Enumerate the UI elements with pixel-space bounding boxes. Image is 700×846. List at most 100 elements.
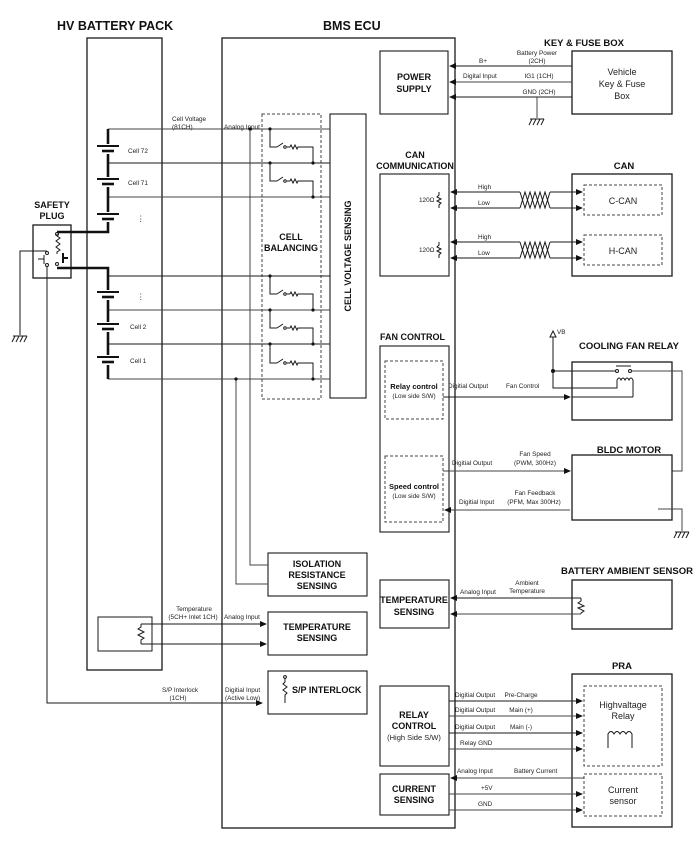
fan-control-block	[379, 345, 450, 533]
key-fuse-box-title: KEY & FUSE BOX	[544, 38, 625, 49]
pra-wire-left-label: Relay GND	[460, 740, 493, 747]
speed-control-label-2: (Low side S/W)	[392, 493, 435, 500]
sp-digital-input-label-1: Digitial Input	[225, 687, 260, 694]
cooling-fan-relay-title: COOLING FAN RELAY	[579, 341, 680, 352]
relay-control-label-1: Relay control	[390, 382, 438, 391]
pra-wire-left-label: Digitial Output	[455, 692, 495, 699]
cell-voltage-label-2: (81CH)	[172, 124, 193, 131]
battery-current-label: Battery Current	[514, 768, 558, 775]
high-voltage-relay-block	[583, 685, 663, 767]
current-analog-input-label: Analog Input	[457, 768, 493, 775]
temperature-sensing-block	[267, 611, 368, 656]
cell-72-label: Cell 72	[128, 148, 148, 155]
thermistor-icon	[136, 624, 146, 644]
battery-ambient-sensor-box	[571, 579, 673, 630]
ground-icon	[528, 118, 545, 126]
relay-ctrl-hs-label-3: (High Side S/W)	[387, 733, 441, 742]
gnd-label: GND (2CH)	[522, 89, 555, 96]
pra-wire-left-label: Digitial Output	[455, 707, 495, 714]
relay-contact-icon	[615, 365, 632, 373]
relay-control-label-2: (Low side S/W)	[392, 393, 435, 400]
h-can-block	[583, 234, 663, 266]
bldc-motor-box	[571, 454, 673, 521]
cell-voltage-label-1: Cell Voltage	[172, 116, 207, 123]
ig1-label: IG1 (1CH)	[524, 73, 553, 80]
termination-resistor-icon	[435, 242, 443, 258]
battery-cell-icon	[97, 290, 119, 300]
pra-relay-wire: Relay GND	[449, 740, 583, 752]
termination-resistor-icon	[435, 192, 443, 208]
cell-ellipsis-bottom: ⋮	[137, 292, 145, 301]
sp-interlock-label: S/P INTERLOCK	[292, 685, 362, 695]
power-supply-block	[379, 50, 449, 115]
ground-icon	[11, 335, 28, 343]
pra-title: PRA	[612, 661, 632, 672]
plus5v-label: +5V	[481, 785, 493, 792]
pra-box	[571, 673, 673, 828]
bldc-motor-title: BLDC MOTOR	[597, 445, 661, 456]
cell-balancing-label-1: CELL	[279, 232, 303, 242]
cell-voltage-rails	[97, 127, 330, 381]
cell-71-label: Cell 71	[128, 180, 148, 187]
cell-balancing-label-2: BALANCING	[264, 243, 318, 253]
key-box-label-2: Key & Fuse	[599, 79, 646, 89]
cell-ellipsis-top: ⋮	[137, 214, 145, 223]
cell-voltage-sensing-block	[329, 113, 367, 399]
battery-cell-icon	[97, 355, 119, 365]
relay-control-block	[384, 360, 444, 420]
hv-battery-pack-title: HV BATTERY PACK	[57, 19, 173, 33]
can-high-label: High	[478, 184, 492, 191]
temperature-label-1: Temperature	[176, 606, 212, 613]
motor-ground-wire	[658, 508, 683, 531]
fan-control-title: FAN CONTROL	[380, 332, 445, 342]
vb-label: VB	[557, 329, 566, 336]
battery-temp-sensor-box	[97, 616, 153, 652]
key-box-label-3: Box	[614, 91, 630, 101]
safety-plug-upper-link	[57, 222, 110, 234]
cell-balancing-block	[261, 113, 322, 400]
ambient-label-2: Temperature	[509, 588, 545, 595]
speed-control-block	[384, 455, 444, 523]
safety-plug-title-1: SAFETY	[34, 200, 70, 210]
can-comm-label-2: COMMUNICATION	[376, 161, 454, 171]
digital-input-label: Digital Input	[463, 73, 497, 80]
temperature-analog-input-label: Analog Input	[224, 614, 260, 621]
hv-battery-pack-box	[86, 37, 163, 671]
relay-ctrl-hs-label-2: CONTROL	[392, 721, 437, 731]
ambient-analog-input-label: Analog Input	[460, 589, 496, 596]
power-supply-label-2: SUPPLY	[396, 84, 431, 94]
fan-control-wire-label: Fan Control	[506, 383, 539, 390]
battery-power-label-1: Battery Power	[517, 50, 558, 57]
fan-feedback-label-1: Fan Feedback	[515, 490, 557, 497]
power-supply-label-1: POWER	[397, 72, 432, 82]
speed-control-label-1: Speed control	[389, 482, 439, 491]
sp-digital-input-label-2: (Active Low)	[225, 695, 260, 702]
cooling-fan-relay-box	[571, 361, 673, 421]
pra-wire-right-label: Main (+)	[509, 707, 533, 714]
ambient-temperature-sensing-block	[379, 579, 450, 629]
vb-supply-icon: VB	[549, 329, 566, 338]
sp-interlock-block	[267, 670, 368, 715]
hv-relay-label-2: Relay	[611, 711, 635, 721]
c-can-block	[583, 184, 663, 216]
isolation-label-3: SENSING	[297, 581, 338, 591]
key-box-label-1: Vehicle	[607, 67, 636, 77]
safety-plug-title-2: PLUG	[39, 211, 64, 221]
balancing-switch-icon	[268, 127, 315, 165]
temperature-label-2: (5CH+ Inlet 1CH)	[168, 614, 217, 621]
ambient-temp-sensing-label-2: SENSING	[394, 607, 435, 617]
sp-interlock-wire-label-1: S/P Interlock	[162, 687, 199, 694]
cell-analog-input-label: Analog Input	[224, 124, 260, 131]
ground-icon	[673, 531, 690, 539]
bms-ecu-title: BMS ECU	[323, 19, 381, 33]
can-box	[571, 173, 673, 277]
safety-plug-ground-wire	[19, 250, 47, 335]
battery-cell-icon	[97, 177, 119, 187]
balancing-switch-icon	[268, 308, 315, 346]
pra-wire-right-label: Main (-)	[510, 724, 532, 731]
battery-cell-icon	[97, 212, 119, 222]
can-comm-label-1: CAN	[405, 150, 425, 160]
termination-resistor-label: 120Ω	[419, 247, 435, 254]
